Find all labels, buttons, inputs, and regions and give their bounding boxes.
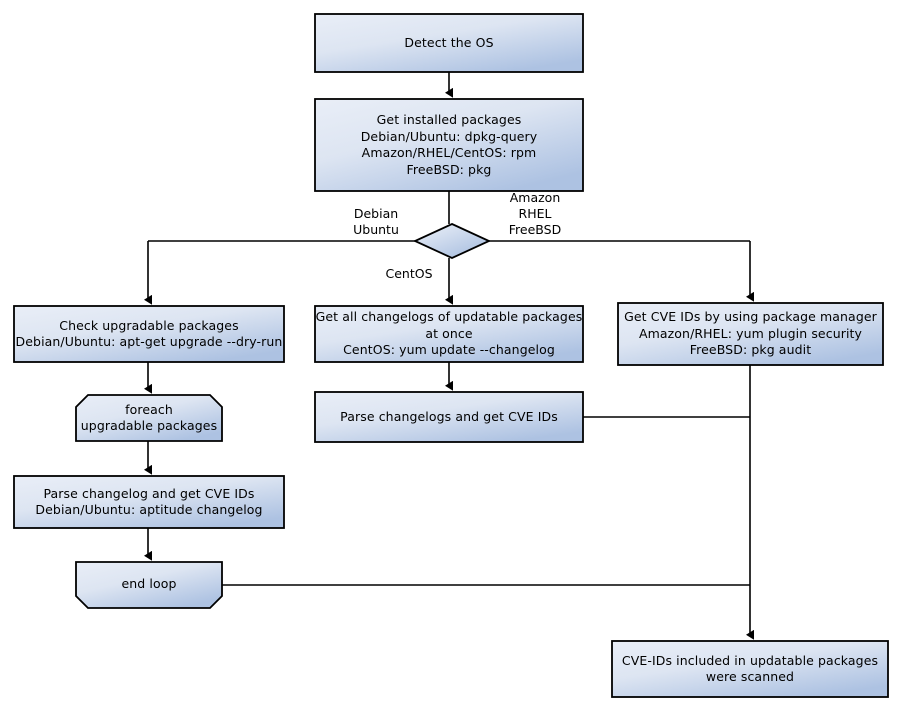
node-foreach-upgradable-packages-shape [75,394,223,442]
node-parse-changelog-cve-ids-shape [13,475,285,529]
node-detect-os-shape [314,13,584,73]
node-parse-changelogs-cve-ids-shape [314,391,584,443]
node-get-cve-ids-package-manager-shape [617,302,884,366]
node-get-installed-packages-shape [314,98,584,192]
node-get-all-changelogs-shape [314,305,584,363]
node-end-loop-shape [75,561,223,609]
edge-label-centos: CentOS [385,266,433,281]
node-cve-ids-scanned-shape [611,640,889,698]
node-check-upgradable-packages-shape [13,305,285,363]
edge-label-amazon-rhel-freebsd: Amazon RHEL FreeBSD [508,190,562,237]
edge-label-debian-ubuntu: Debian Ubuntu [353,206,399,237]
node-os-decision-shape [412,223,492,259]
